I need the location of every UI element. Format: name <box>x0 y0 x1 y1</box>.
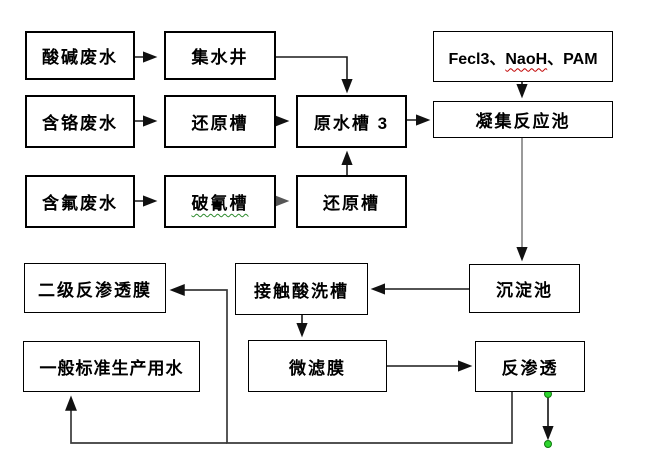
node-label: 还原槽 <box>323 194 380 213</box>
node-fluoride-wastewater[interactable]: 含氟废水 <box>25 175 135 228</box>
node-label: 集水井 <box>191 48 249 67</box>
node-secondary-reverse-osmosis-membrane[interactable]: 二级反渗透膜 <box>24 263 166 313</box>
node-label: 接触酸洗槽 <box>254 281 349 301</box>
node-standard-production-water[interactable]: 一般标准生产用水 <box>23 341 200 392</box>
arrow-well-to-rawtank[interactable] <box>276 56 353 94</box>
arrow-return-to-production-water[interactable] <box>65 395 227 444</box>
node-raw-water-tank-3[interactable]: 原水槽 3 <box>296 95 407 148</box>
node-label: 凝集反应池 <box>475 112 571 131</box>
node-label-grammar-underline: 破氰槽 <box>191 194 249 213</box>
node-label: 反渗透 <box>501 359 559 378</box>
node-label: 还原槽 <box>191 114 249 133</box>
node-label: 微滤膜 <box>289 358 346 378</box>
node-acid-alkali-wastewater[interactable]: 酸碱废水 <box>25 31 135 80</box>
node-label: 原水槽 3 <box>313 114 390 133</box>
node-reduction-tank-2[interactable]: 还原槽 <box>296 175 407 228</box>
node-reverse-osmosis[interactable]: 反渗透 <box>475 341 585 392</box>
node-chemicals-fecl3-naoh-pam[interactable]: Fecl3、NaoH、PAM <box>433 31 613 82</box>
node-label: 酸碱废水 <box>42 48 118 67</box>
node-label: Fecl3、NaoH、PAM <box>448 50 598 68</box>
node-coagulation-reaction-tank[interactable]: 凝集反应池 <box>433 101 613 138</box>
node-chromium-wastewater[interactable]: 含铬废水 <box>25 95 135 148</box>
spellcheck-underline: NaoH <box>505 50 548 68</box>
node-sedimentation-tank[interactable]: 沉淀池 <box>469 264 580 313</box>
node-label: 二级反渗透膜 <box>38 280 152 300</box>
node-collection-well[interactable]: 集水井 <box>164 31 276 80</box>
node-reduction-tank-1[interactable]: 还原槽 <box>164 95 276 148</box>
node-label: 含氟废水 <box>42 194 118 213</box>
node-label: 一般标准生产用水 <box>39 359 184 378</box>
node-contact-pickling-tank[interactable]: 接触酸洗槽 <box>235 263 368 315</box>
node-microfiltration-membrane[interactable]: 微滤膜 <box>248 340 387 392</box>
node-label: 含铬废水 <box>42 114 118 133</box>
connector-handle-bottom[interactable] <box>544 440 552 448</box>
node-cyanide-breaking-tank[interactable]: 破氰槽 <box>164 175 276 228</box>
node-label: 沉淀池 <box>496 281 553 300</box>
